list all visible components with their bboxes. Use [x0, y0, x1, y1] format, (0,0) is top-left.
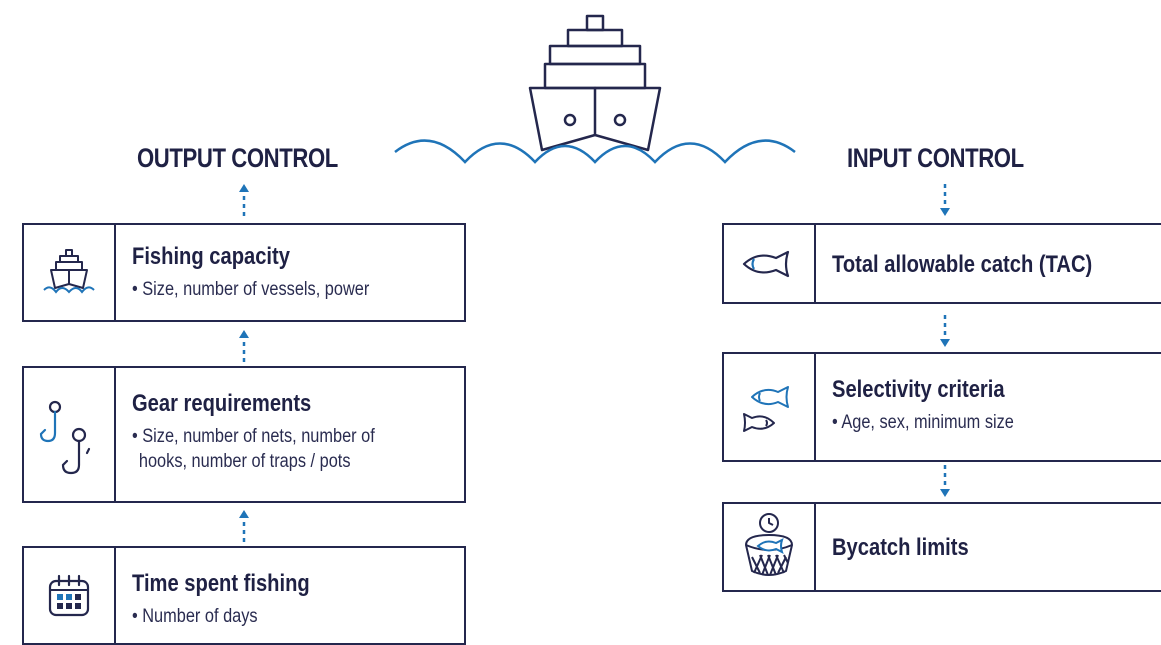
- arrow-up-3: [239, 510, 249, 542]
- calendar-icon: [48, 574, 90, 616]
- fish-icon: [742, 250, 790, 277]
- total-allowable-catch-box: Total allowable catch (TAC): [722, 223, 1161, 304]
- total-allowable-catch-title: Total allowable catch (TAC): [832, 251, 1093, 278]
- output-control-title: OUTPUT CONTROL: [137, 143, 338, 173]
- icon-cell: [24, 368, 116, 501]
- ship-icon: [43, 248, 95, 294]
- icon-cell: [724, 354, 816, 460]
- fishing-hook-icon: [39, 400, 91, 474]
- ship-illustration: [394, 14, 796, 164]
- bycatch-limits-box: Bycatch limits: [722, 502, 1161, 592]
- icon-cell: [724, 504, 816, 590]
- icon-cell: [24, 548, 116, 643]
- arrow-down-3: [940, 465, 950, 497]
- waves: [394, 139, 796, 164]
- gear-requirements-box: Gear requirements • Size, number of nets…: [22, 366, 466, 503]
- gear-requirements-title: Gear requirements: [132, 390, 312, 417]
- fishing-capacity-title: Fishing capacity: [132, 243, 290, 270]
- two-fish-icon: [743, 386, 789, 432]
- bycatch-limits-title: Bycatch limits: [832, 534, 969, 561]
- selectivity-criteria-box: Selectivity criteria • Age, sex, minimum…: [722, 352, 1161, 462]
- fishing-capacity-box: Fishing capacity • Size, number of vesse…: [22, 223, 466, 322]
- gear-requirements-desc-line-2: hooks, number of traps / pots: [138, 451, 351, 472]
- fishing-capacity-desc: • Size, number of vessels, power: [132, 279, 370, 300]
- input-control-title: INPUT CONTROL: [847, 143, 1024, 173]
- icon-cell: [724, 225, 816, 302]
- icon-cell: [24, 225, 116, 320]
- arrow-up-2: [239, 330, 249, 362]
- time-spent-fishing-desc: • Number of days: [132, 606, 258, 627]
- arrow-down-2: [940, 315, 950, 347]
- time-spent-fishing-box: Time spent fishing • Number of days: [22, 546, 466, 645]
- gear-requirements-desc-line-1: • Size, number of nets, number of: [132, 426, 375, 447]
- selectivity-criteria-desc: • Age, sex, minimum size: [832, 412, 1014, 433]
- time-spent-fishing-title: Time spent fishing: [132, 570, 310, 597]
- fish-basket-icon: [745, 513, 793, 576]
- selectivity-criteria-title: Selectivity criteria: [832, 376, 1005, 403]
- arrow-up-1: [239, 184, 249, 216]
- arrow-down-1: [940, 184, 950, 216]
